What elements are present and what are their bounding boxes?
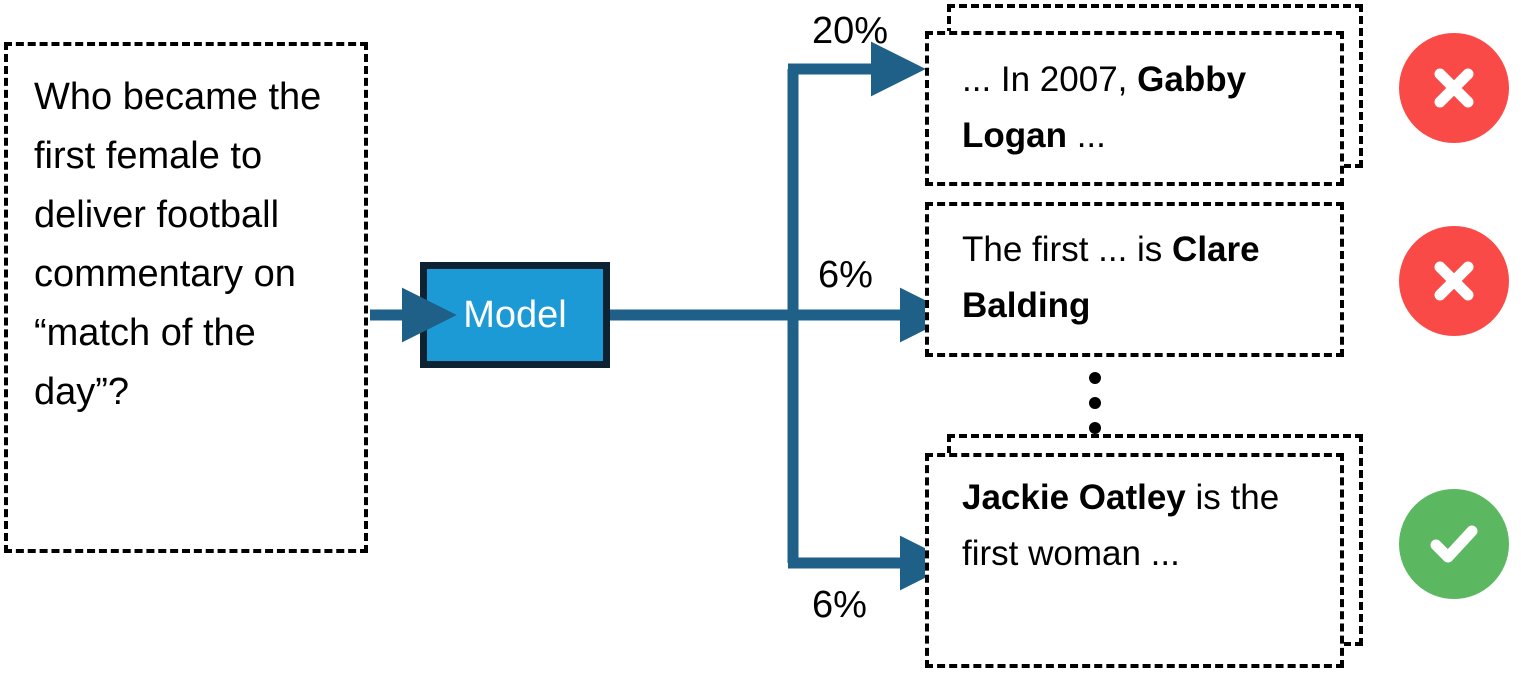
model-label: Model <box>463 294 567 336</box>
answer-suffix-3: is the first woman ... <box>962 478 1280 573</box>
question-text: Who became the first female to deliver f… <box>34 76 322 413</box>
probability-label-bottom: 6% <box>812 584 867 626</box>
answer-highlight-2: Clare Balding <box>962 230 1260 325</box>
vertical-ellipsis-icon <box>1086 372 1104 434</box>
probability-label-middle: 6% <box>818 254 873 296</box>
answer-text-1: ... In 2007, Gabby Logan ... <box>962 52 1342 164</box>
cross-circle-icon <box>1399 226 1509 336</box>
answer-prefix-1: ... In 2007, <box>962 60 1138 99</box>
question-box: Who became the first female to deliver f… <box>4 42 368 553</box>
answer-highlight-3: Jackie Oatley <box>962 478 1186 517</box>
answer-box-front-3 <box>925 453 1344 668</box>
answer-suffix-1: ... <box>1066 116 1106 155</box>
answer-box-front-2 <box>925 202 1344 357</box>
ellipsis-dot <box>1089 372 1101 384</box>
probability-label-top: 20% <box>812 10 889 52</box>
cross-circle-icon <box>1399 33 1509 143</box>
answer-highlight-1: Gabby Logan <box>962 60 1247 155</box>
ellipsis-dot <box>1089 422 1101 434</box>
check-circle-icon <box>1399 489 1509 599</box>
model-box: Model <box>420 262 610 368</box>
answer-text-2: The first ... is Clare Balding <box>962 222 1342 334</box>
answer-prefix-2: The first ... is <box>962 230 1173 269</box>
arrow-model-trunk <box>610 69 799 563</box>
answer-box-front-1 <box>925 31 1344 186</box>
answer-text-3: Jackie Oatley is the first woman ... <box>962 470 1342 582</box>
ellipsis-dot <box>1089 397 1101 409</box>
